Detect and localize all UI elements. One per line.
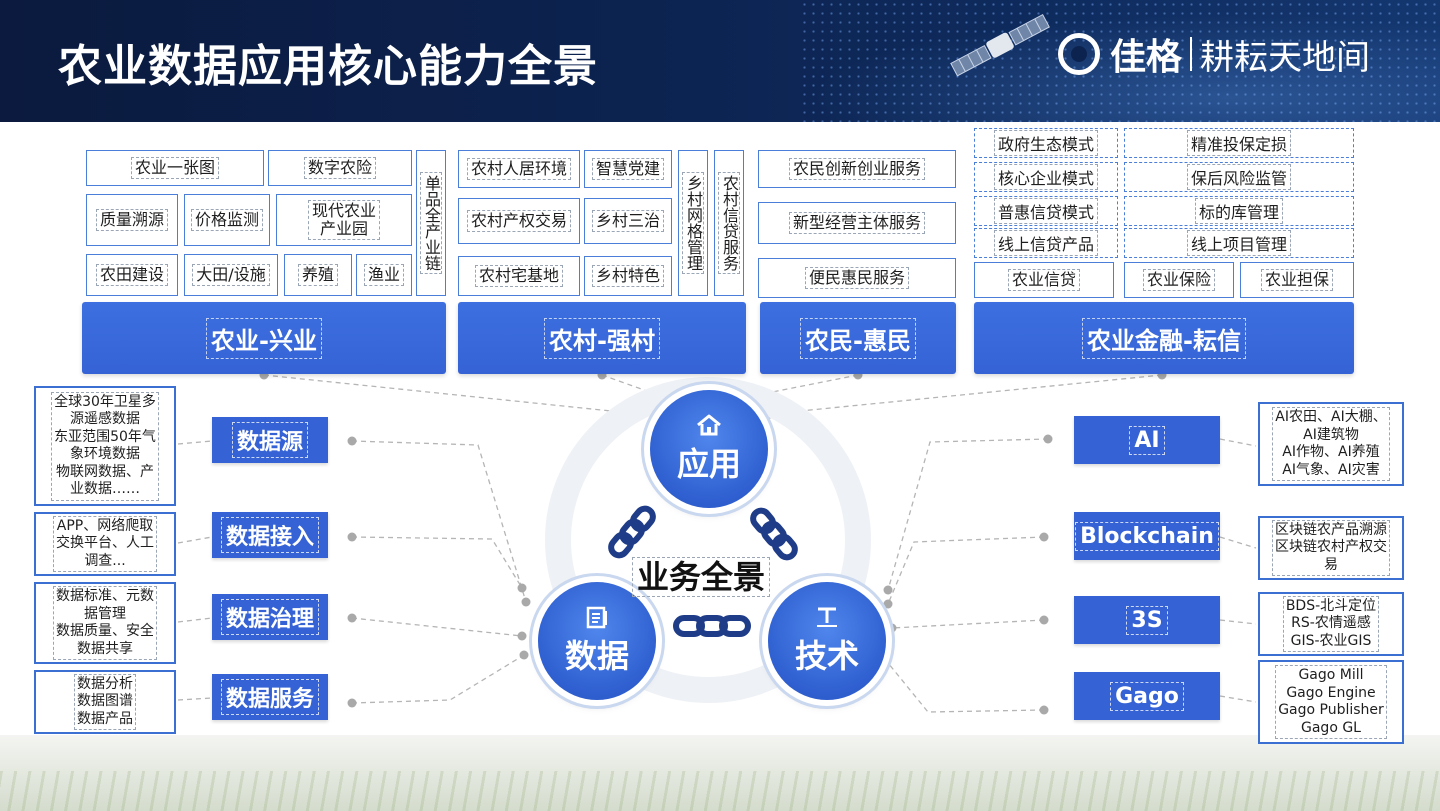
data-service-label: 数据服务 <box>212 674 328 720</box>
technology-circle: 技术 <box>768 582 886 700</box>
gago-label: Gago <box>1074 672 1220 720</box>
village-vertical-item: 农村信贷服务 <box>714 150 744 296</box>
chain-link-icon <box>673 615 751 637</box>
farmer-category-bar: 农民-惠民 <box>760 302 956 374</box>
agri-item: 质量溯源 <box>86 194 178 246</box>
page-title: 农业数据应用核心能力全景 <box>58 41 598 92</box>
gago-note: Gago Mill Gago Engine Gago Publisher Gag… <box>1258 660 1404 744</box>
house-icon <box>697 414 721 436</box>
application-circle: 应用 <box>650 390 768 508</box>
agri-item: 农业一张图 <box>86 150 264 186</box>
finance-item: 政府生态模式 <box>974 128 1118 158</box>
agri-item: 渔业 <box>356 254 412 296</box>
3s-label: 3S <box>1074 596 1220 644</box>
satellite-icon <box>950 13 1050 77</box>
farmer-item: 新型经营主体服务 <box>758 202 956 244</box>
data-governance-label: 数据治理 <box>212 594 328 640</box>
finance-item: 普惠信贷模式 <box>974 196 1118 226</box>
logo-separator <box>1190 37 1193 71</box>
data-service-note: 数据分析 数据图谱 数据产品 <box>34 670 176 734</box>
village-item: 智慧党建 <box>584 150 672 188</box>
3s-note: BDS-北斗定位 RS-农情遥感 GIS-农业GIS <box>1258 592 1404 656</box>
header-banner: 农业数据应用核心能力全景 佳格 耕耘天地间 <box>0 0 1440 122</box>
data-access-note: APP、网络爬取 交换平台、人工 调查... <box>34 512 176 576</box>
ai-label: AI <box>1074 416 1220 464</box>
village-category-bar: 农村-强村 <box>458 302 746 374</box>
farmer-item: 农民创新创业服务 <box>758 150 956 188</box>
finance-item: 精准投保定损 <box>1124 128 1354 158</box>
agri-item: 现代农业 产业园 <box>276 194 412 246</box>
text-tool-icon <box>817 607 837 627</box>
finance-item: 核心企业模式 <box>974 162 1118 192</box>
finance-item: 标的库管理 <box>1124 196 1354 226</box>
logo-ring-icon <box>1058 33 1100 75</box>
data-source-note: 全球30年卫星多 源遥感数据 东亚范围50年气 象环境数据 物联网数据、产 业数… <box>34 386 176 506</box>
agri-item: 价格监测 <box>184 194 270 246</box>
village-item: 乡村三治 <box>584 198 672 244</box>
finance-item: 线上项目管理 <box>1124 228 1354 258</box>
document-icon <box>586 606 607 629</box>
agri-category-bar: 农业-兴业 <box>82 302 446 374</box>
chain-link-icon <box>608 505 656 559</box>
field-background <box>0 735 1440 811</box>
data-source-label: 数据源 <box>212 417 328 463</box>
technology-label: 技术 <box>794 637 859 675</box>
blockchain-label: Blockchain <box>1074 512 1220 560</box>
village-item: 农村宅基地 <box>458 256 580 296</box>
header-world-map-dots <box>800 0 1440 122</box>
data-governance-note: 数据标准、元数 据管理 数据质量、安全 数据共享 <box>34 582 176 664</box>
blockchain-note: 区块链农产品溯源 区块链农村产权交 易 <box>1258 516 1404 580</box>
village-item: 乡村特色 <box>584 256 672 296</box>
finance-item: 线上信贷产品 <box>974 228 1118 258</box>
agri-item: 农田建设 <box>86 254 178 296</box>
agri-vertical-item: 单品全产业链 <box>416 150 446 296</box>
village-vertical-item: 乡村网格管理 <box>678 150 708 296</box>
finance-category-bar: 农业金融-耘信 <box>974 302 1354 374</box>
farmer-item: 便民惠民服务 <box>758 258 956 298</box>
agri-item: 大田/设施 <box>184 254 278 296</box>
business-panorama-label: 业务全景 <box>632 552 771 598</box>
company-logo: 佳格 耕耘天地间 <box>1058 28 1370 80</box>
agri-item: 养殖 <box>284 254 352 296</box>
application-label: 应用 <box>676 445 741 483</box>
data-circle: 数据 <box>538 582 656 700</box>
chain-link-icon <box>750 507 798 561</box>
ai-note: AI农田、AI大棚、 AI建筑物 AI作物、AI养殖 AI气象、AI灾害 <box>1258 402 1404 486</box>
village-item: 农村人居环境 <box>458 150 580 188</box>
data-label: 数据 <box>564 637 629 675</box>
data-access-label: 数据接入 <box>212 512 328 558</box>
finance-item: 农业担保 <box>1240 262 1354 298</box>
logo-brand: 佳格 <box>1110 37 1183 78</box>
finance-item: 保后风险监管 <box>1124 162 1354 192</box>
logo-slogan: 耕耘天地间 <box>1200 37 1371 78</box>
finance-item: 农业保险 <box>1124 262 1234 298</box>
finance-item: 农业信贷 <box>974 262 1114 298</box>
village-item: 农村产权交易 <box>458 198 580 244</box>
agri-item: 数字农险 <box>268 150 412 186</box>
